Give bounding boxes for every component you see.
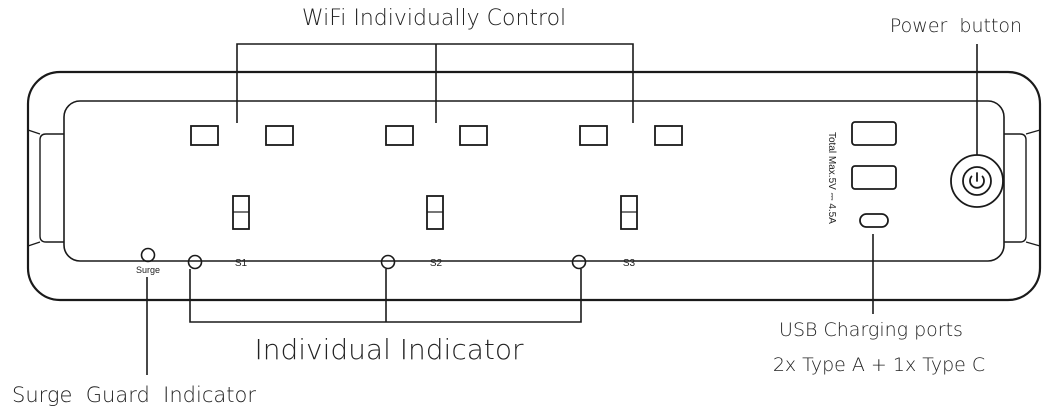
device-body — [26, 70, 1042, 302]
usb-ports-label-line2: 2x Type A + 1x Type C — [773, 354, 985, 376]
usb-a-port-1 — [851, 121, 897, 146]
inner-panel — [63, 100, 1005, 262]
callout-lines — [146, 43, 978, 375]
usb-ports — [851, 121, 897, 228]
usb-rating-label: Total Max.5V ⎓ 4.5A — [826, 132, 837, 224]
socket-3 — [579, 125, 683, 230]
wifi-control-label: WiFi Individually Control — [302, 6, 566, 31]
socket-3-slot-left — [579, 125, 608, 146]
socket-label-s2: S2 — [430, 258, 443, 269]
usb-ports-label-line1: USB Charging ports — [779, 319, 963, 341]
socket-label-s3: S3 — [623, 258, 636, 269]
socket-2-slot-left — [385, 125, 414, 146]
s1-indicator-led — [187, 254, 203, 270]
left-end-cap — [39, 133, 64, 243]
s2-indicator-led — [380, 254, 396, 270]
socket-1-slot-right — [265, 125, 294, 146]
surge-indicator-led — [140, 247, 156, 263]
indicators — [140, 247, 587, 270]
socket-3-slot-right — [654, 125, 683, 146]
usb-a-port-2 — [851, 165, 897, 190]
outer-shell — [26, 70, 1042, 302]
socket-2-slot-right — [459, 125, 488, 146]
right-end-cap — [1004, 133, 1027, 243]
wifi-bracket — [236, 43, 634, 123]
power-icon — [969, 172, 985, 189]
socket-1 — [190, 125, 294, 230]
s3-indicator-led — [571, 254, 587, 270]
power-button[interactable] — [950, 154, 1004, 208]
surge-guard-label: Surge Guard Indicator — [12, 383, 256, 407]
socket-1-slot-left — [190, 125, 219, 146]
individual-indicator-label: Individual Indicator — [255, 333, 524, 366]
usb-c-port — [859, 213, 889, 228]
socket-2 — [385, 125, 488, 230]
socket-label-s1: S1 — [235, 258, 248, 269]
surge-led-label: Surge — [136, 265, 160, 275]
power-button-inner-ring — [962, 166, 992, 196]
power-button-label: Power button — [890, 15, 1022, 37]
